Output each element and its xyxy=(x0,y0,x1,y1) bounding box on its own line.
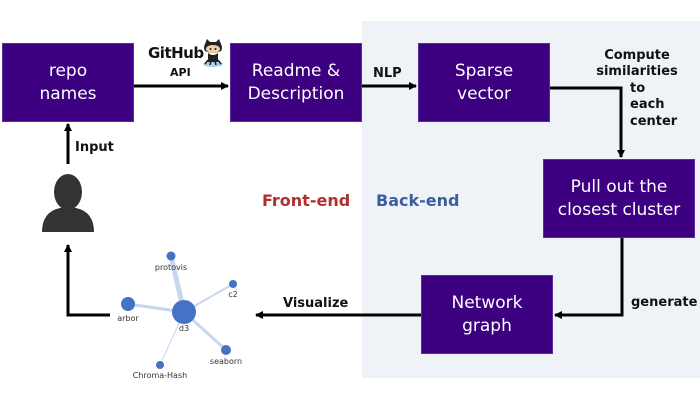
graph-node-arbor xyxy=(121,297,135,311)
backend-label: Back-end xyxy=(376,191,460,210)
graph-label-d3: d3 xyxy=(179,324,189,333)
arrow-sparse-to-cluster xyxy=(550,86,625,158)
edge-label-nlp: NLP xyxy=(373,66,402,81)
node-closest-cluster: Pull out the closest cluster xyxy=(543,159,695,238)
graph-label-chroma-hash: Chroma-Hash xyxy=(133,371,187,380)
edge-label-api: API xyxy=(170,66,191,79)
edge-label-generate: generate xyxy=(631,295,698,310)
node-network-graph: Network graph xyxy=(421,275,553,354)
node-repo-names: repo names xyxy=(2,43,134,122)
arrow-cluster-to-network xyxy=(554,238,624,319)
graph-node-c2 xyxy=(229,280,237,288)
octocat-icon xyxy=(203,39,223,67)
edge-label-visualize: Visualize xyxy=(283,296,349,311)
frontend-label: Front-end xyxy=(262,191,351,210)
arrow-graph-to-user xyxy=(64,244,110,317)
edge-label-compute-similarities: Compute similarities xyxy=(596,48,678,80)
edge-label-to-each-center: to each center xyxy=(630,81,678,129)
person-silhouette-icon xyxy=(42,174,94,232)
edge-label-input: Input xyxy=(75,140,114,155)
graph-label-protovis: protovis xyxy=(155,263,187,272)
node-sparse-vector: Sparse vector xyxy=(418,43,550,122)
graph-node-d3 xyxy=(172,300,196,324)
graph-label-seaborn: seaborn xyxy=(210,357,242,366)
graph-node-chroma-hash xyxy=(156,361,164,369)
graph-label-arbor: arbor xyxy=(117,314,139,323)
node-readme-description: Readme & Description xyxy=(230,43,362,122)
graph-node-seaborn xyxy=(221,345,231,355)
github-wordmark: GitHub xyxy=(148,44,204,62)
graph-node-protovis xyxy=(166,251,176,261)
graph-label-c2: c2 xyxy=(228,290,238,299)
